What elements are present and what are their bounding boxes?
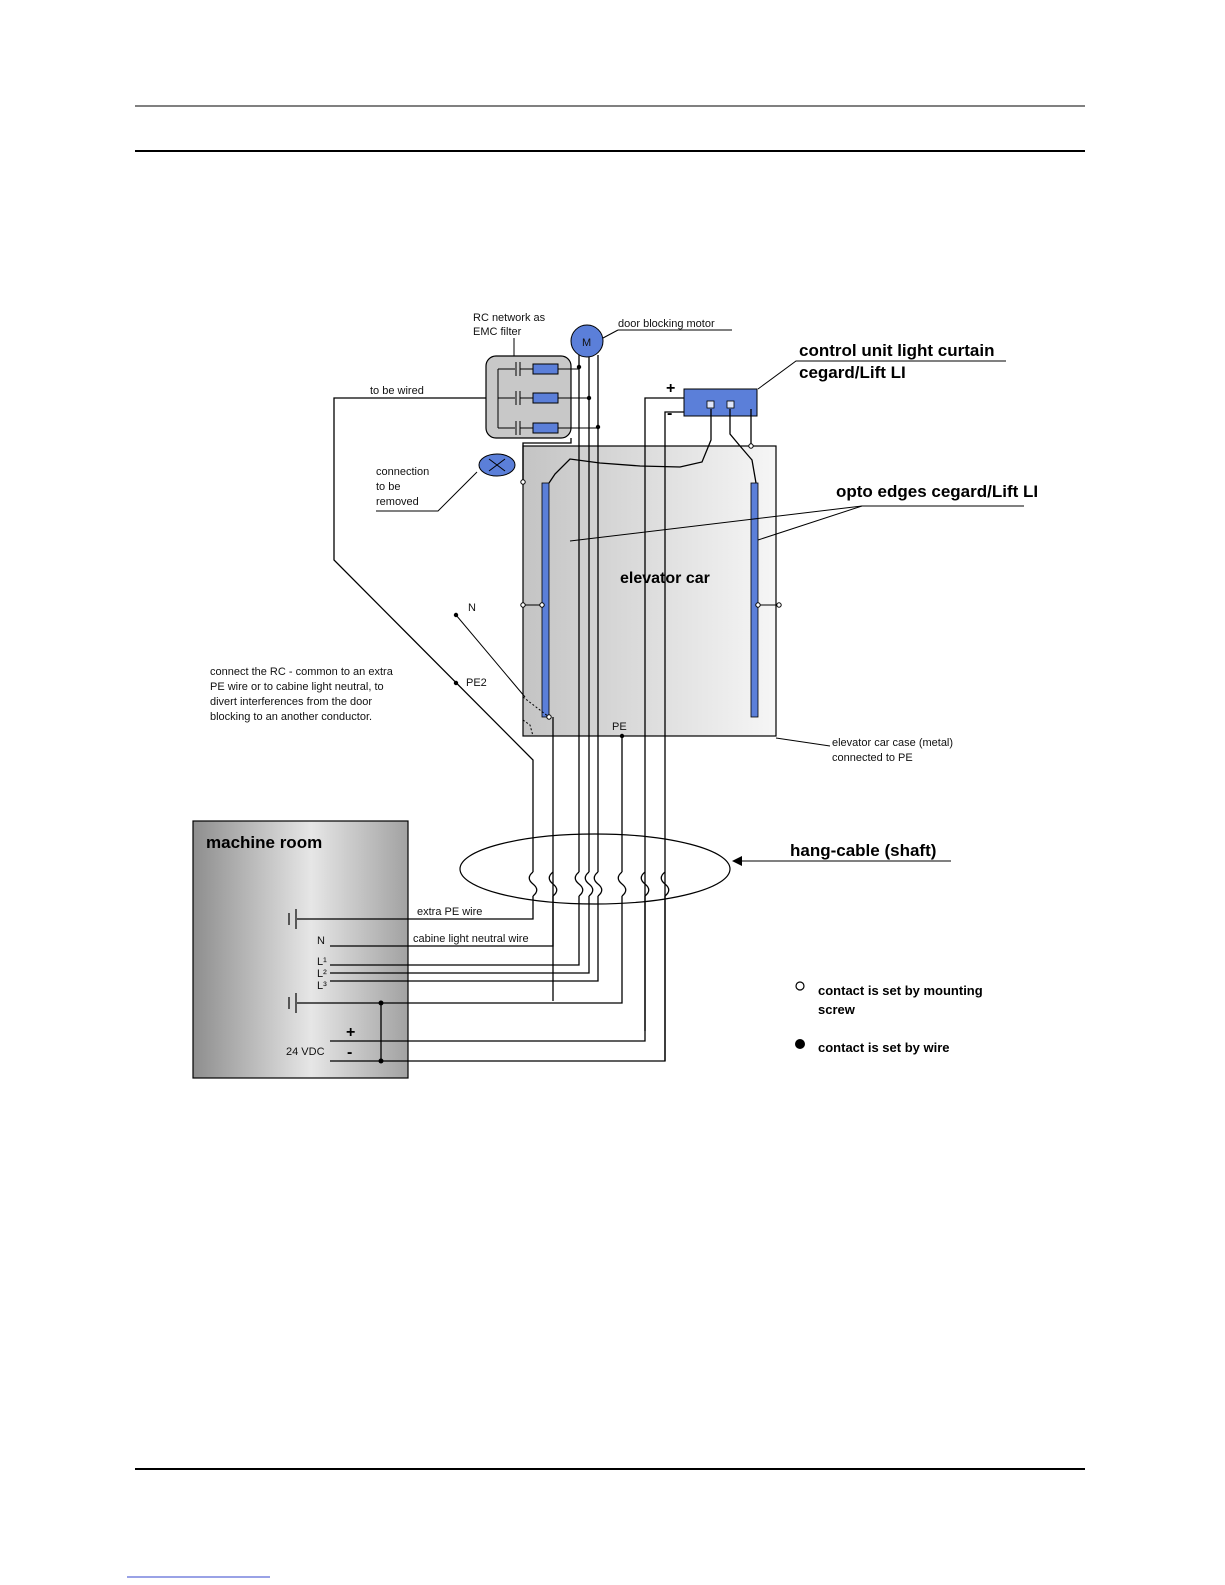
rc-filter-components — [497, 362, 598, 435]
control-unit-minus: - — [667, 405, 672, 422]
legend-open-label-2: screw — [818, 1002, 856, 1017]
to-be-wired-label: to be wired — [370, 385, 424, 397]
control-unit-plus: + — [666, 380, 675, 397]
car-case-label-2: connected to PE — [832, 752, 913, 764]
control-unit-title-1: control unit light curtain — [799, 341, 994, 360]
control-unit-terminal-1 — [706, 400, 715, 409]
legend-open-contact-symbol — [795, 981, 805, 991]
connection-label-3: removed — [376, 496, 419, 508]
ground-symbol-1 — [288, 909, 297, 929]
n-label: N — [468, 602, 476, 614]
elevator-car-box — [522, 445, 777, 737]
side-contacts — [520, 364, 782, 739]
control-unit-box — [683, 388, 758, 417]
ground-symbol-2 — [288, 993, 297, 1013]
rc-note-line-4: blocking to an another conductor. — [210, 711, 372, 723]
connection-label-2: to be — [376, 481, 400, 493]
rc-network-label-1: RC network as — [473, 312, 546, 324]
mr-l3-label: L³ — [317, 980, 327, 992]
rc-resistor-2 — [532, 392, 559, 404]
opto-edge-right — [750, 482, 759, 718]
pe2-label: PE2 — [466, 677, 487, 689]
legend-filled-label: contact is set by wire — [818, 1040, 950, 1055]
extra-pe-label: extra PE wire — [417, 906, 482, 918]
car-case-label-1: elevator car case (metal) — [832, 737, 953, 749]
junction-dot-1 — [378, 1000, 384, 1006]
control-unit-wires — [548, 397, 757, 1061]
legend-filled-contact-symbol — [795, 1039, 805, 1049]
pe2-contact-dot — [453, 680, 459, 686]
rc-network-label-2: EMC filter — [473, 326, 522, 338]
junction-dot-2 — [378, 1058, 384, 1064]
mr-plus-label: + — [346, 1024, 355, 1041]
cabine-neutral-label: cabine light neutral wire — [413, 933, 529, 945]
rc-note-line-1: connect the RC - common to an extra — [210, 666, 394, 678]
hang-cable-label: hang-cable (shaft) — [790, 841, 936, 860]
motor-label: M — [582, 337, 591, 349]
to-be-wired-line — [333, 397, 534, 872]
rc-filter-box — [485, 355, 572, 439]
hang-cable-bends — [528, 871, 670, 897]
rc-resistor-3 — [532, 422, 559, 434]
mr-l2-label: L² — [317, 968, 327, 980]
filter-wires — [522, 355, 623, 1001]
control-unit-terminal-2 — [726, 400, 735, 409]
mr-24vdc-label: 24 VDC — [286, 1046, 325, 1058]
rc-resistor-1 — [532, 363, 559, 375]
opto-edges-label: opto edges cegard/Lift LI — [836, 482, 1038, 501]
mr-minus-label: - — [347, 1044, 352, 1061]
mr-l1-label: L¹ — [317, 956, 327, 968]
legend-open-label-1: contact is set by mounting — [818, 983, 983, 998]
machine-room-wires — [297, 896, 666, 1062]
machine-room-label: machine room — [206, 833, 322, 852]
door-motor-label: door blocking motor — [618, 318, 715, 330]
hang-cable-ellipse — [459, 833, 731, 905]
connection-label-1: connection — [376, 466, 429, 478]
opto-edge-left — [541, 482, 550, 718]
pe-label: PE — [612, 721, 627, 733]
door-motor-symbol — [570, 324, 604, 358]
mr-n-label: N — [317, 935, 325, 947]
machine-room-box — [192, 820, 409, 1079]
rc-note-line-3: divert interferences from the door — [210, 696, 372, 708]
rc-note-line-2: PE wire or to cabine light neutral, to — [210, 681, 384, 693]
control-unit-title-2: cegard/Lift LI — [799, 363, 906, 382]
